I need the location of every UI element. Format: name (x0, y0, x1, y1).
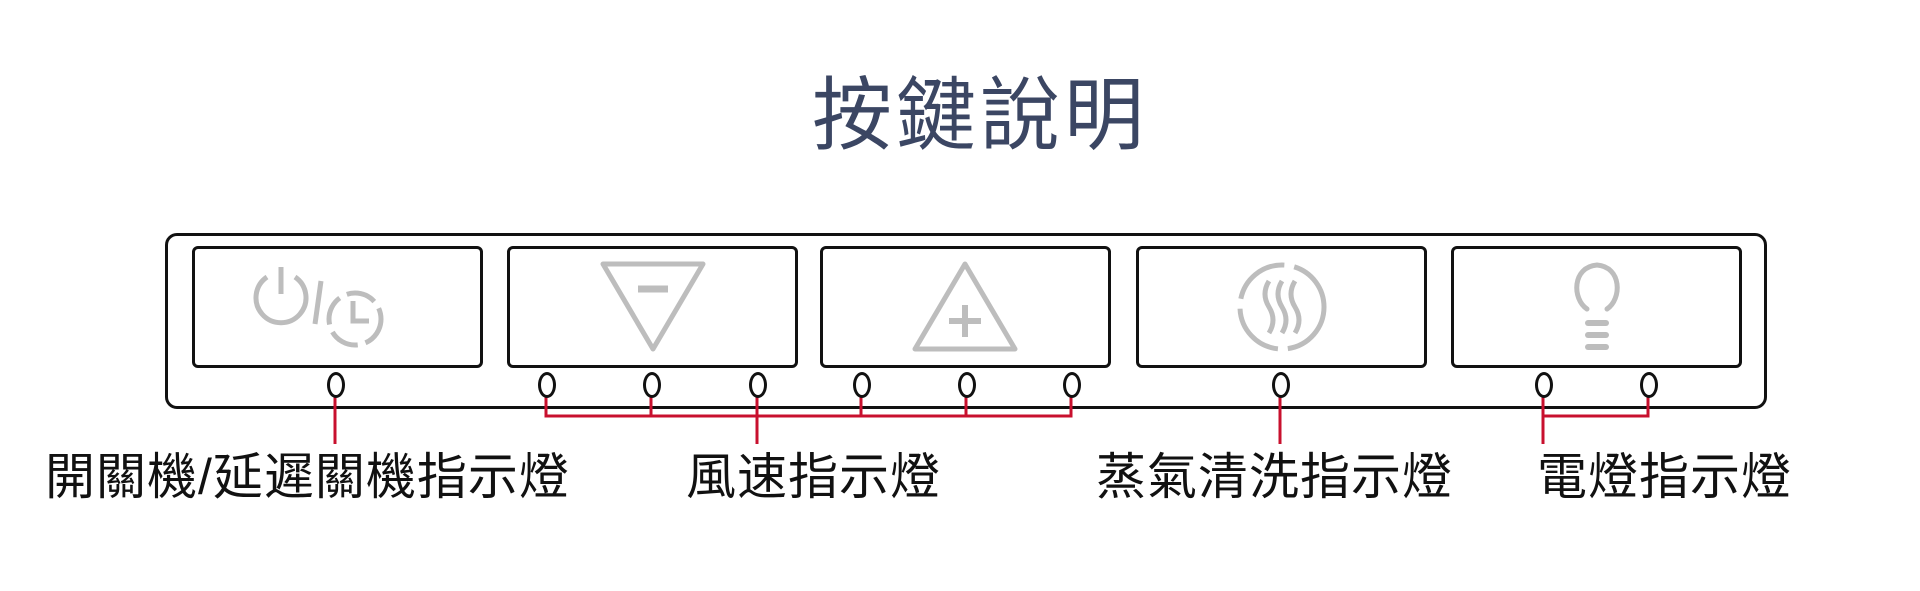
fan-led-2 (643, 372, 661, 398)
triangle-minus-icon (600, 261, 706, 352)
steam-icon (1237, 262, 1327, 352)
light-led-1 (1535, 372, 1553, 398)
lightbulb-icon (1574, 262, 1620, 350)
fan-led-3 (749, 372, 767, 398)
light-button[interactable] (1451, 246, 1742, 368)
light-led-2 (1640, 372, 1658, 398)
power-timer-button[interactable] (192, 246, 483, 368)
fan-led-1 (538, 372, 556, 398)
triangle-plus-icon (912, 261, 1018, 352)
power-led (327, 372, 345, 398)
fan-led-6 (1063, 372, 1081, 398)
power-indicator-label: 開關機/延遲關機指示燈 (45, 449, 570, 505)
steam-clean-button[interactable] (1136, 246, 1427, 368)
power-timer-icon (253, 267, 384, 348)
fan-indicator-label: 風速指示燈 (686, 449, 941, 505)
light-indicator-label: 電燈指示燈 (1537, 449, 1792, 505)
fan-speed-down-button[interactable] (507, 246, 798, 368)
light-leader-bracket (1543, 385, 1650, 418)
fan-leader-bracket (544, 385, 1073, 418)
steam-indicator-label: 蒸氣清洗指示燈 (1096, 449, 1453, 505)
fan-led-4 (853, 372, 871, 398)
fan-speed-up-button[interactable] (820, 246, 1111, 368)
steam-led (1272, 372, 1290, 398)
page-title: 按鍵說明 (812, 71, 1148, 160)
fan-led-5 (958, 372, 976, 398)
